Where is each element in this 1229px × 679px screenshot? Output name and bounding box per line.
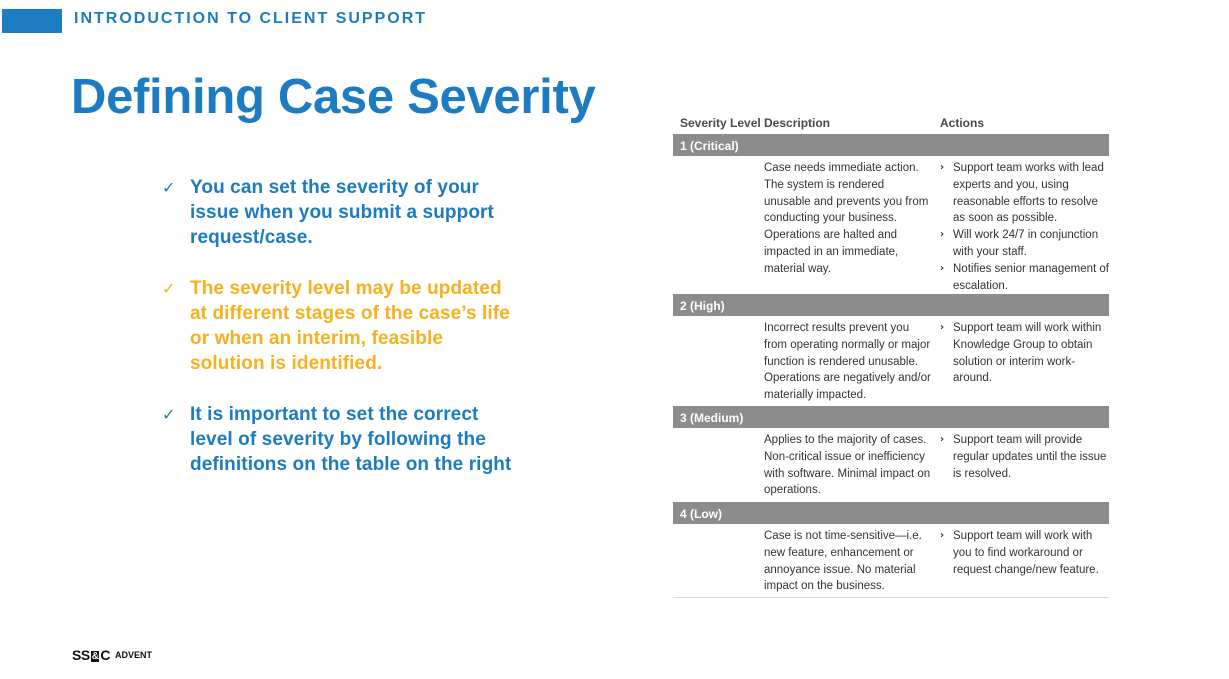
company-logo: SS&C ADVENT [72,647,152,663]
action-text: Support team works with lead experts and… [953,162,1104,225]
row-description: Case needs immediate action. The system … [764,162,929,275]
chevron-right-icon: › [940,262,945,274]
logo-mark: SS&C [72,647,111,663]
table-row: Incorrect results prevent you from opera… [673,316,1109,406]
action-item: › Support team will provide regular updat… [939,432,1111,482]
bullet-text: You can set the severity of your issue w… [190,177,494,248]
bullet-list: ✓ You can set the severity of your issue… [160,175,520,477]
header-description: Description [764,116,831,130]
logo-wordmark: ADVENT [115,650,153,660]
bullet-item: ✓ You can set the severity of your issue… [160,175,520,250]
action-item: › Support team will work within Knowledge… [939,320,1111,387]
action-text: Support team will work with you to find … [953,530,1099,576]
severity-level-high: 2 (High) [673,294,1109,316]
severity-level-low: 4 (Low) [673,502,1109,524]
checkmark-icon: ✓ [162,279,176,298]
chevron-right-icon: › [940,229,945,241]
bullet-text: It is important to set the correct level… [190,404,512,475]
action-text: Notifies senior management of escalation… [953,262,1109,292]
table-row: Case needs immediate action. The system … [673,156,1109,294]
row-description: Incorrect results prevent you from opera… [764,322,931,402]
checkmark-icon: ✓ [162,178,176,197]
header-actions: Actions [940,116,985,130]
bullet-item: ✓ It is important to set the correct lev… [160,402,520,477]
row-actions: › Support team will work within Knowledge… [939,320,1111,387]
row-description: Case is not time-sensitive—i.e. new feat… [764,530,922,593]
action-text: Will work 24/7 in conjunction with your … [953,229,1099,258]
page-title: Defining Case Severity [71,70,596,124]
action-item: › Support team will work with you to find… [939,528,1111,578]
row-actions: › Support team will work with you to find… [939,528,1111,578]
action-item: › Will work 24/7 in conjunction with your… [939,227,1111,261]
row-actions: › Support team will provide regular updat… [939,432,1111,482]
bullet-item: ✓ The severity level may be updated at d… [160,276,520,376]
table-row: Applies to the majority of cases. Non-cr… [673,428,1109,502]
action-text: Support team will provide regular update… [953,434,1107,480]
severity-table: Severity Level Description Actions 1 (Cr… [673,110,1109,598]
row-actions: › Support team works with lead experts an… [939,160,1111,294]
row-description: Applies to the majority of cases. Non-cr… [764,434,931,497]
action-item: › Support team works with lead experts an… [939,160,1111,227]
severity-level-medium: 3 (Medium) [673,406,1109,428]
table-row: Case is not time-sensitive—i.e. new feat… [673,524,1109,598]
severity-level-critical: 1 (Critical) [673,134,1109,156]
table-header: Severity Level Description Actions [673,110,1109,134]
section-label: INTRODUCTION TO CLIENT SUPPORT [74,10,428,27]
header-accent-bar [2,9,62,33]
checkmark-icon: ✓ [162,405,176,424]
action-text: Support team will work within Knowledge … [953,322,1102,385]
chevron-right-icon: › [940,434,945,445]
header-severity-level: Severity Level [680,116,761,130]
chevron-right-icon: › [940,162,945,173]
chevron-right-icon: › [940,322,945,333]
chevron-right-icon: › [940,530,945,541]
action-item: › Notifies senior management of escalatio… [939,261,1111,295]
bullet-text: The severity level may be updated at dif… [190,278,510,374]
